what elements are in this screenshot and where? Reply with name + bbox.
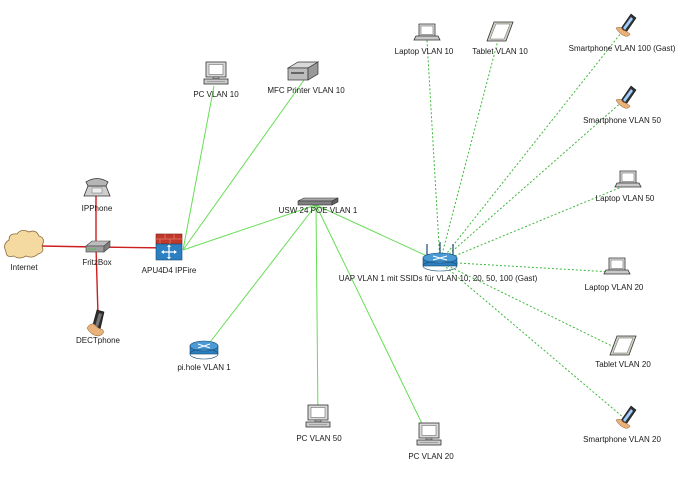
smartphone-icon bbox=[615, 85, 637, 109]
pc10-label: PC VLAN 10 bbox=[193, 90, 239, 99]
fritzbox-label: FritzBox bbox=[82, 258, 111, 267]
node-switch[interactable]: USW 24 POE VLAN 1 bbox=[279, 197, 358, 215]
laptop-icon bbox=[413, 23, 441, 41]
tablet10-label: Tablet VLAN 10 bbox=[472, 47, 528, 56]
node-phone50[interactable]: Smartphone VLAN 50 bbox=[583, 85, 661, 125]
link-switch-pc20 bbox=[315, 204, 429, 437]
pc-icon bbox=[305, 404, 331, 428]
link-switch-uap bbox=[315, 204, 441, 263]
tablet-icon bbox=[486, 21, 514, 42]
pc-icon bbox=[416, 422, 442, 446]
ipphone-label: IPPhone bbox=[82, 204, 113, 213]
link-firewall-pc10 bbox=[182, 85, 215, 251]
node-pc10[interactable]: PC VLAN 10 bbox=[193, 61, 239, 99]
pc20-label: PC VLAN 20 bbox=[408, 452, 454, 461]
smartphone-icon bbox=[615, 13, 637, 37]
node-uap[interactable]: UAP VLAN 1 mit SSIDs für VLAN 10, 20, 50… bbox=[339, 242, 538, 283]
dectphone-label: DECTphone bbox=[76, 336, 121, 345]
desk-phone-icon bbox=[83, 178, 111, 197]
tablet-icon bbox=[609, 335, 637, 356]
phone100-label: Smartphone VLAN 100 (Gast) bbox=[569, 44, 676, 53]
node-pc20[interactable]: PC VLAN 20 bbox=[408, 422, 454, 461]
node-pihole[interactable]: pi.hole VLAN 1 bbox=[177, 340, 231, 372]
uap-label: UAP VLAN 1 mit SSIDs für VLAN 10, 20, 50… bbox=[339, 274, 538, 283]
laptop20-label: Laptop VLAN 20 bbox=[585, 283, 644, 292]
node-ipphone[interactable]: IPPhone bbox=[82, 178, 113, 214]
switch-icon bbox=[297, 197, 339, 206]
node-laptop50[interactable]: Laptop VLAN 50 bbox=[596, 170, 655, 203]
link-switch-pihole bbox=[203, 204, 317, 351]
phone20-label: Smartphone VLAN 20 bbox=[583, 435, 661, 444]
internet-label: Internet bbox=[10, 263, 38, 272]
node-printer[interactable]: MFC Printer VLAN 10 bbox=[267, 61, 345, 95]
node-fritzbox[interactable]: FritzBox bbox=[82, 240, 112, 267]
node-laptop20[interactable]: Laptop VLAN 20 bbox=[585, 257, 644, 292]
wlink-uap-phone50 bbox=[439, 99, 625, 263]
printer-label: MFC Printer VLAN 10 bbox=[267, 86, 345, 95]
dect-phone-icon bbox=[86, 309, 105, 337]
firewall-label: APU4D4 IPFire bbox=[142, 266, 197, 275]
access-point-icon bbox=[422, 242, 458, 272]
pc50-label: PC VLAN 50 bbox=[296, 434, 342, 443]
node-dectphone[interactable]: DECTphone bbox=[76, 309, 121, 345]
laptop-icon bbox=[603, 257, 631, 275]
wlink-uap-phone20 bbox=[439, 261, 625, 419]
node-tablet10[interactable]: Tablet VLAN 10 bbox=[472, 21, 528, 56]
node-laptop10[interactable]: Laptop VLAN 10 bbox=[395, 23, 454, 56]
cloud-icon bbox=[4, 230, 44, 259]
switch-label: USW 24 POE VLAN 1 bbox=[279, 206, 358, 215]
wlink-uap-laptop10 bbox=[426, 39, 441, 263]
phone50-label: Smartphone VLAN 50 bbox=[583, 116, 661, 125]
node-phone100[interactable]: Smartphone VLAN 100 (Gast) bbox=[569, 13, 676, 53]
laptop50-label: Laptop VLAN 50 bbox=[596, 194, 655, 203]
tablet20-label: Tablet VLAN 20 bbox=[595, 360, 651, 369]
link-firewall-switch bbox=[182, 204, 317, 251]
node-phone20[interactable]: Smartphone VLAN 20 bbox=[583, 405, 661, 444]
printer-icon bbox=[286, 61, 320, 81]
router-icon bbox=[189, 340, 219, 360]
wlink-uap-laptop50 bbox=[439, 185, 625, 263]
wlink-uap-tablet10 bbox=[439, 39, 499, 263]
laptop-icon bbox=[614, 170, 642, 188]
smartphone-icon bbox=[615, 405, 637, 429]
link-fritzbox-dectphone bbox=[95, 246, 99, 316]
pihole-label: pi.hole VLAN 1 bbox=[177, 363, 231, 372]
link-firewall-printer bbox=[182, 79, 305, 251]
node-internet[interactable]: Internet bbox=[4, 230, 44, 272]
wlink-uap-phone100 bbox=[439, 27, 626, 263]
router-box-icon bbox=[85, 240, 111, 253]
wlink-uap-laptop20 bbox=[439, 261, 613, 273]
node-firewall[interactable]: APU4D4 IPFire bbox=[142, 233, 197, 275]
pc-icon bbox=[203, 61, 229, 85]
laptop10-label: Laptop VLAN 10 bbox=[395, 47, 454, 56]
firewall-icon bbox=[155, 233, 183, 261]
link-switch-pc50 bbox=[315, 204, 319, 421]
node-tablet20[interactable]: Tablet VLAN 20 bbox=[595, 335, 651, 369]
wlink-uap-tablet20 bbox=[439, 261, 621, 351]
links bbox=[39, 27, 626, 437]
node-pc50[interactable]: PC VLAN 50 bbox=[296, 404, 342, 443]
